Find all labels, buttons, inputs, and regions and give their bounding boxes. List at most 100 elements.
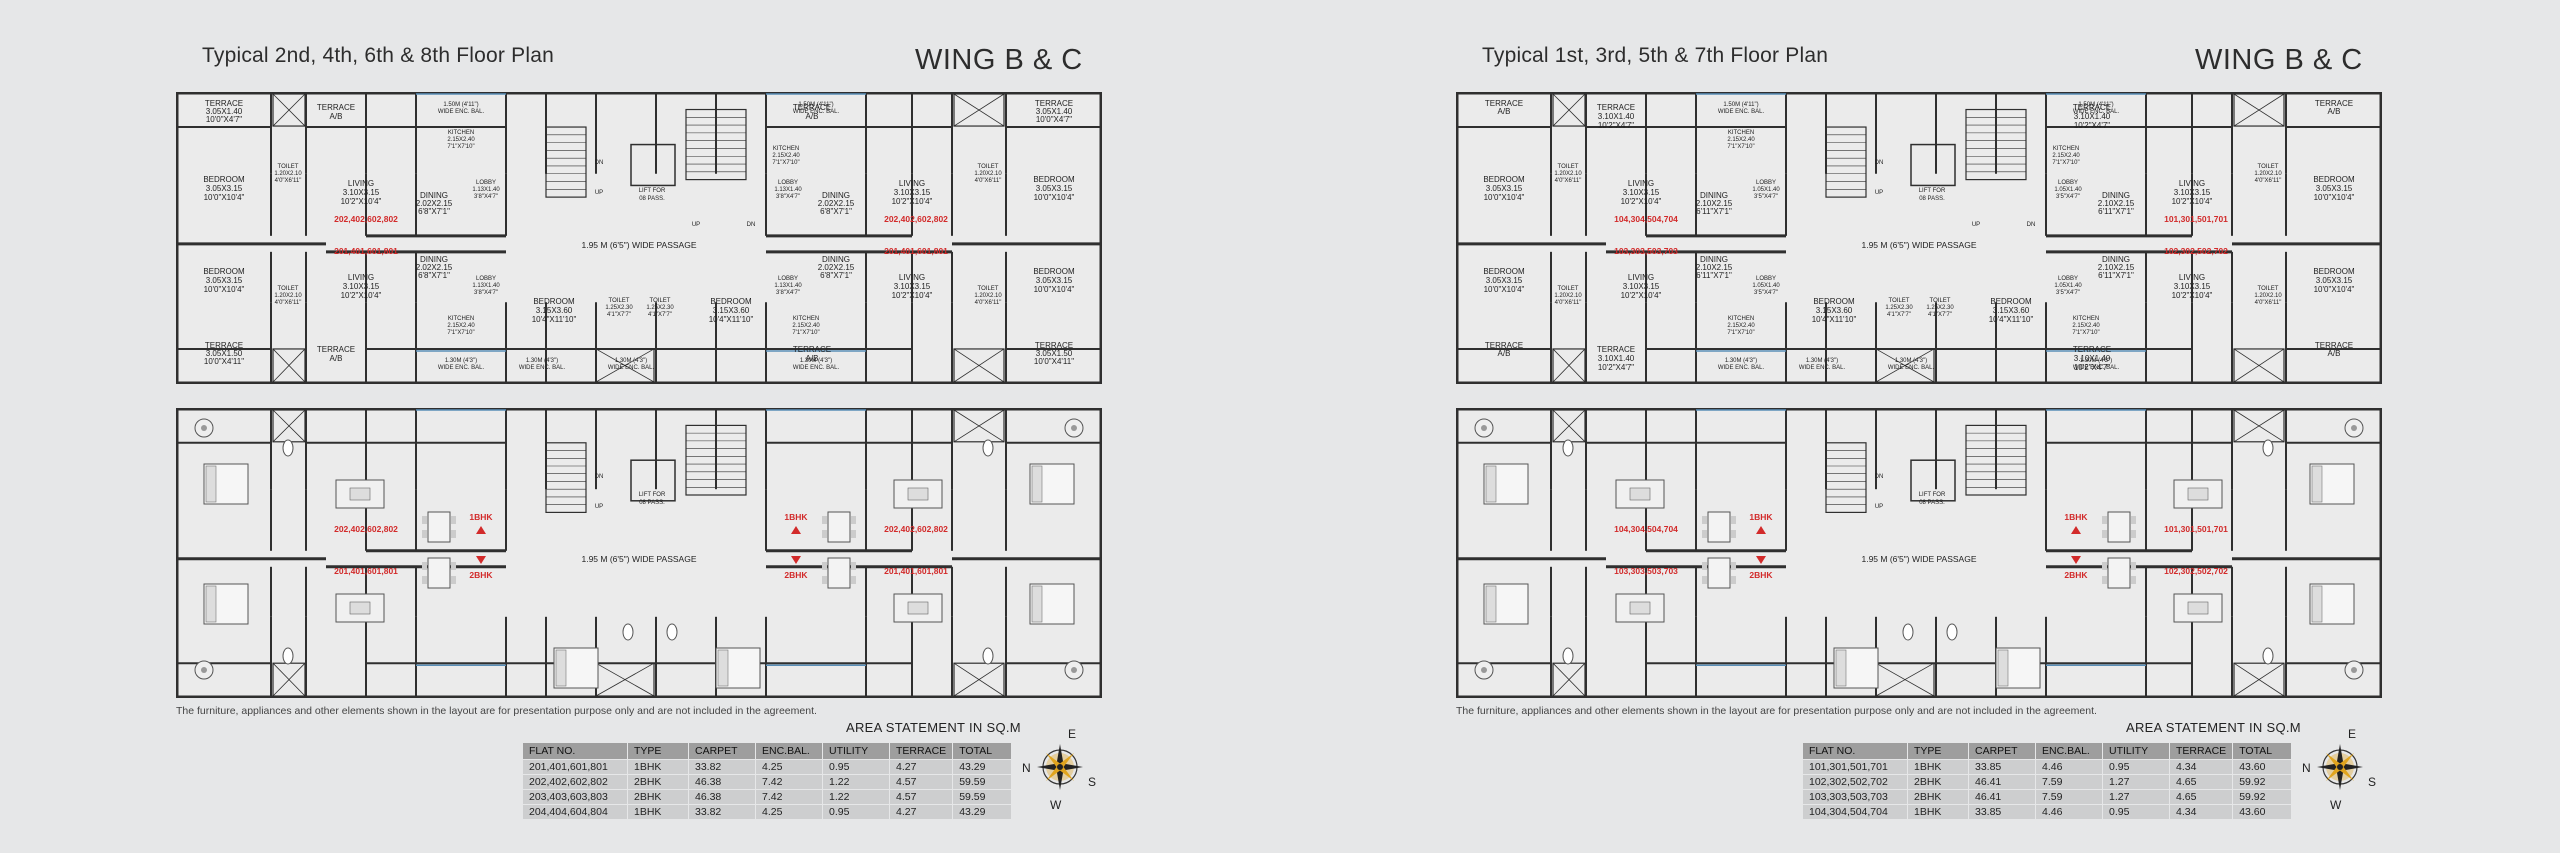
- table-cell: 4.34: [2168, 759, 2234, 775]
- svg-text:10'2"X4'7": 10'2"X4'7": [2074, 363, 2110, 372]
- svg-text:3.15X3.60: 3.15X3.60: [1993, 306, 2030, 315]
- svg-text:2.02X2.15: 2.02X2.15: [416, 199, 453, 208]
- svg-text:3'8"X4'7": 3'8"X4'7": [776, 290, 800, 296]
- svg-text:2.15X2.40: 2.15X2.40: [1727, 137, 1755, 143]
- svg-text:LOBBY: LOBBY: [778, 180, 798, 186]
- svg-text:1.05X1.40: 1.05X1.40: [2054, 283, 2082, 289]
- svg-text:1.25X2.30: 1.25X2.30: [605, 305, 633, 311]
- svg-text:BEDROOM: BEDROOM: [1033, 175, 1075, 184]
- compass-s: S: [2368, 775, 2376, 789]
- svg-text:TOILET: TOILET: [2258, 286, 2279, 292]
- svg-text:DN: DN: [595, 160, 604, 166]
- svg-text:2.02X2.15: 2.02X2.15: [818, 263, 855, 272]
- svg-text:BEDROOM: BEDROOM: [203, 175, 245, 184]
- table-cell: 33.85: [1968, 759, 2036, 775]
- compass-w: W: [1050, 798, 1062, 812]
- svg-text:BEDROOM: BEDROOM: [1033, 267, 1075, 276]
- column-header: UTILITY: [2102, 742, 2170, 760]
- svg-text:BEDROOM: BEDROOM: [1483, 267, 1525, 276]
- svg-text:7'1"X7'10": 7'1"X7'10": [447, 144, 474, 150]
- svg-text:TERRACE: TERRACE: [317, 345, 355, 354]
- svg-text:WIDE ENC. BAL.: WIDE ENC. BAL.: [519, 365, 566, 371]
- svg-text:LOBBY: LOBBY: [778, 276, 798, 282]
- svg-text:10'2"X10'4": 10'2"X10'4": [341, 291, 382, 300]
- svg-text:1.13X1.40: 1.13X1.40: [472, 283, 500, 289]
- svg-text:10'0"X4'7": 10'0"X4'7": [1036, 115, 1072, 124]
- table-cell: 43.60: [2232, 759, 2293, 775]
- svg-text:4'0"X6'11": 4'0"X6'11": [1555, 178, 1582, 184]
- table-cell: 33.82: [688, 759, 756, 775]
- svg-text:3.05X3.15: 3.05X3.15: [1486, 184, 1523, 193]
- svg-text:10'0"X10'4": 10'0"X10'4": [1034, 285, 1075, 294]
- svg-text:LOBBY: LOBBY: [2058, 180, 2078, 186]
- svg-text:1.25X2.30: 1.25X2.30: [1926, 305, 1954, 311]
- bhk-label: 2BHK: [1749, 570, 1773, 580]
- svg-text:TERRACE: TERRACE: [2073, 345, 2111, 354]
- svg-text:6'8"X7'1": 6'8"X7'1": [820, 207, 852, 216]
- svg-text:WIDE ENC. BAL.: WIDE ENC. BAL.: [608, 365, 655, 371]
- table-cell: 7.59: [2035, 789, 2103, 805]
- table-cell: 0.95: [2102, 804, 2170, 820]
- svg-text:3.10X3.15: 3.10X3.15: [2174, 188, 2211, 197]
- column-header: TOTAL: [952, 742, 1013, 760]
- table-cell: 203,403,603,803: [522, 789, 628, 805]
- svg-text:1.20X2.10: 1.20X2.10: [1554, 171, 1582, 177]
- svg-text:3.10X1.40: 3.10X1.40: [1598, 112, 1635, 121]
- svg-text:TOILET: TOILET: [1889, 298, 1910, 304]
- svg-text:4'0"X6'11": 4'0"X6'11": [275, 300, 302, 306]
- svg-text:3'5"X4'7": 3'5"X4'7": [1754, 290, 1778, 296]
- svg-text:WIDE ENC. BAL.: WIDE ENC. BAL.: [1799, 365, 1846, 371]
- floor-plan-title: Typical 2nd, 4th, 6th & 8th Floor Plan: [202, 44, 554, 67]
- svg-text:DINING: DINING: [1700, 255, 1728, 264]
- svg-text:3.15X3.60: 3.15X3.60: [713, 306, 750, 315]
- svg-text:TOILET: TOILET: [650, 298, 671, 304]
- table-cell: 4.65: [2168, 789, 2234, 805]
- svg-text:2.10X2.15: 2.10X2.15: [2098, 199, 2135, 208]
- table-cell: 4.25: [755, 759, 823, 775]
- svg-text:1.13X1.40: 1.13X1.40: [472, 187, 500, 193]
- svg-text:1.05X1.40: 1.05X1.40: [1752, 283, 1780, 289]
- svg-text:3'5"X4'7": 3'5"X4'7": [2056, 194, 2080, 200]
- svg-text:3.05X3.15: 3.05X3.15: [1036, 184, 1073, 193]
- svg-text:TERRACE: TERRACE: [1035, 99, 1073, 108]
- svg-text:3.10X3.15: 3.10X3.15: [343, 188, 380, 197]
- svg-text:3.05X3.15: 3.05X3.15: [1036, 276, 1073, 285]
- table-cell: 2BHK: [627, 789, 689, 805]
- svg-text:1.13X1.40: 1.13X1.40: [774, 187, 802, 193]
- svg-text:3.05X1.40: 3.05X1.40: [206, 107, 243, 116]
- svg-text:UP: UP: [595, 190, 603, 196]
- table-cell: 46.38: [688, 774, 756, 790]
- column-header: ENC.BAL.: [755, 742, 823, 760]
- svg-text:2.15X2.40: 2.15X2.40: [2072, 323, 2100, 329]
- svg-text:A/B: A/B: [2328, 349, 2341, 358]
- svg-text:A/B: A/B: [1498, 349, 1511, 358]
- svg-text:3.10X3.15: 3.10X3.15: [894, 282, 931, 291]
- passage-label: 1.95 M (6'5") WIDE PASSAGE: [1861, 554, 1976, 564]
- svg-text:A/B: A/B: [2328, 107, 2341, 116]
- svg-text:A/B: A/B: [806, 112, 819, 121]
- svg-text:LOBBY: LOBBY: [2058, 276, 2078, 282]
- table-cell: 103,303,503,703: [1802, 789, 1908, 805]
- svg-text:KITCHEN: KITCHEN: [773, 146, 799, 152]
- svg-text:2.10X2.15: 2.10X2.15: [1696, 263, 1733, 272]
- svg-text:1.20X2.10: 1.20X2.10: [274, 171, 302, 177]
- svg-text:4'1"X7'7": 4'1"X7'7": [607, 312, 631, 318]
- svg-text:KITCHEN: KITCHEN: [448, 130, 474, 136]
- svg-text:1.20X2.10: 1.20X2.10: [974, 171, 1002, 177]
- svg-text:WIDE ENC. BAL.: WIDE ENC. BAL.: [1718, 365, 1765, 371]
- table-cell: 33.82: [688, 804, 756, 820]
- column-header: TYPE: [1907, 742, 1969, 760]
- table-cell: 4.65: [2168, 774, 2234, 790]
- compass-w: W: [2330, 798, 2342, 812]
- svg-text:2.10X2.15: 2.10X2.15: [1696, 199, 1733, 208]
- disclaimer-note: The furniture, appliances and other elem…: [1456, 705, 2097, 717]
- svg-text:1.30M (4'3"): 1.30M (4'3"): [615, 358, 647, 364]
- svg-text:DINING: DINING: [2102, 255, 2130, 264]
- table-cell: 7.42: [755, 789, 823, 805]
- svg-text:1.30M (4'3"): 1.30M (4'3"): [445, 358, 477, 364]
